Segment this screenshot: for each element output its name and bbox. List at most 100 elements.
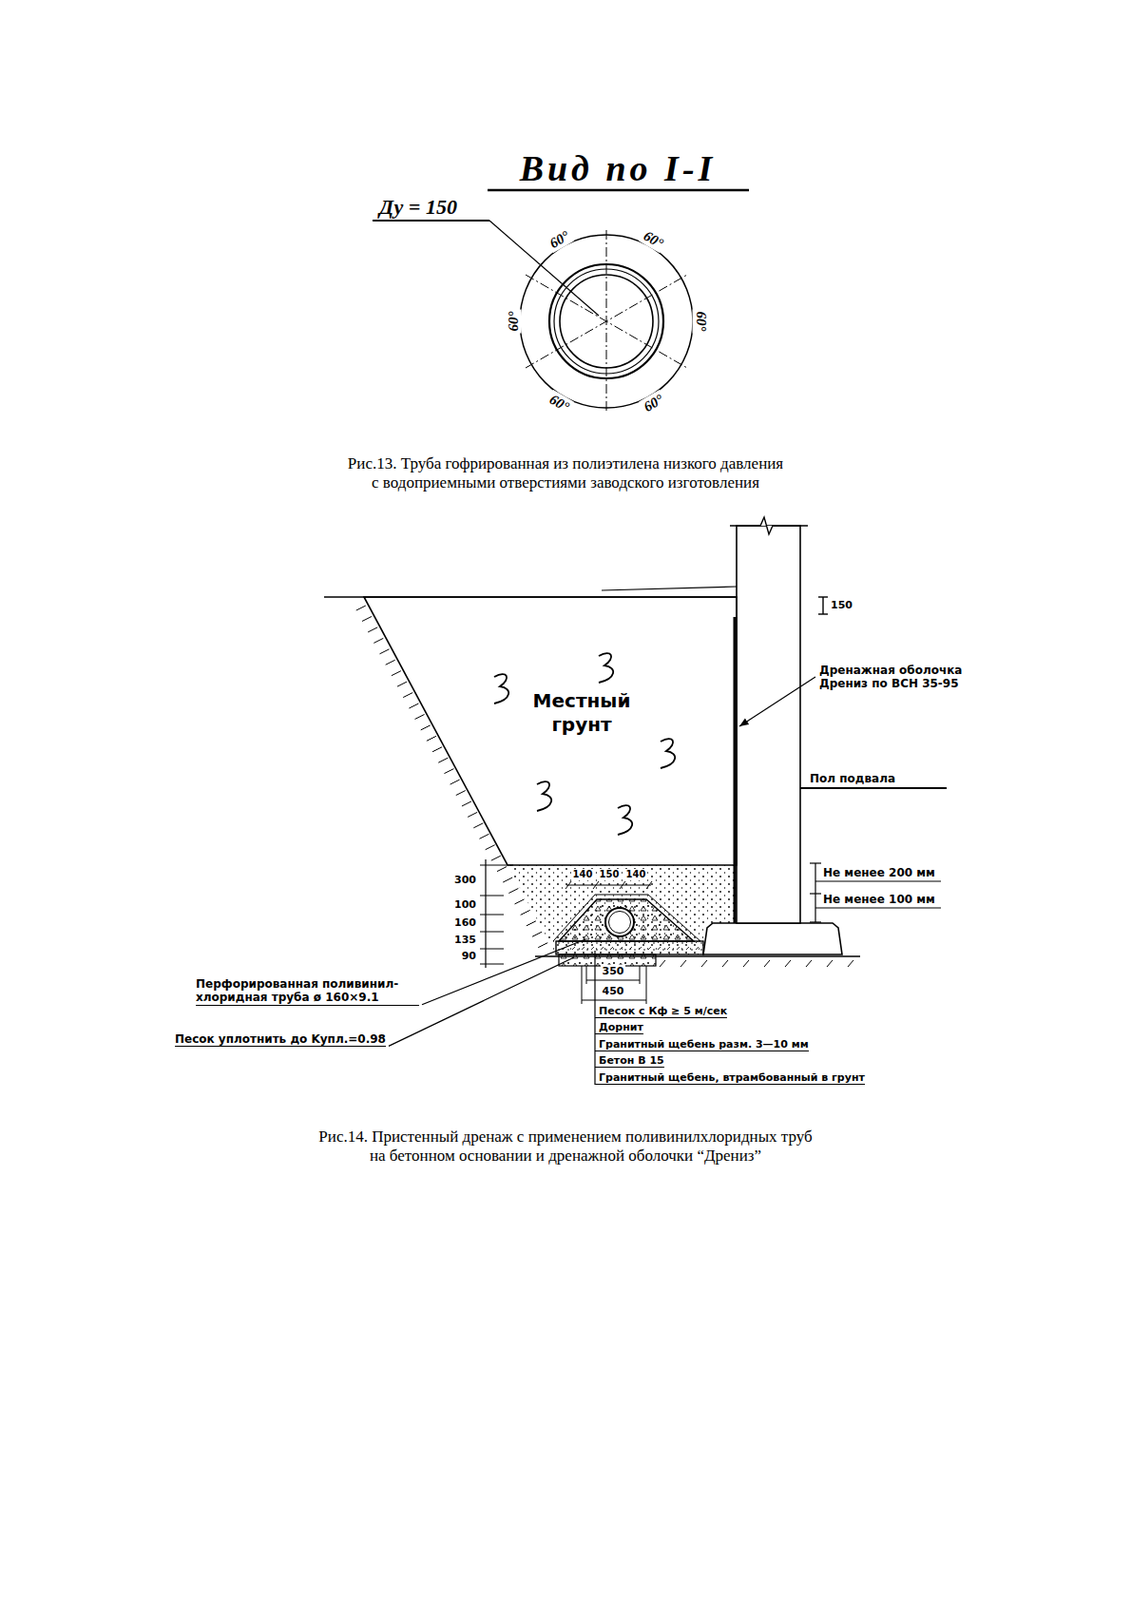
- dimension-label: 160: [452, 916, 479, 929]
- layer-label: Бетон В 15: [594, 1054, 665, 1068]
- dornit-layer: [553, 894, 701, 941]
- layer-label: Гранитный щебень, втрамбованный в грунт: [594, 1071, 865, 1085]
- soil-mark: [617, 805, 633, 835]
- angle-label: 60°: [503, 309, 521, 334]
- diameter-label: Ду = 150: [379, 194, 458, 220]
- ground-hatch: [432, 747, 442, 752]
- ground-hatch: [743, 959, 749, 967]
- dimension-tick: [818, 595, 828, 597]
- drain-pipe: [609, 911, 632, 934]
- ground-hatch: [367, 627, 378, 633]
- ground-hatch: [362, 615, 372, 621]
- soil-mark: [536, 781, 552, 811]
- ground-hatch: [461, 801, 472, 806]
- callout-label: Песок уплотнить до Kупл.=0.98: [174, 1032, 386, 1047]
- dimension-tick: [479, 914, 504, 916]
- concrete-base: [555, 940, 704, 955]
- ground-hatch: [508, 887, 518, 893]
- ground-hatch: [450, 779, 461, 785]
- ground-hatch: [397, 681, 407, 687]
- ground-hatch: [659, 959, 666, 967]
- callout-label: Пол подвала: [809, 771, 896, 786]
- ground-hatch: [764, 959, 770, 967]
- ground-hatch: [421, 725, 431, 730]
- paving-line: [601, 586, 737, 591]
- break-symbol: [729, 517, 808, 535]
- ground-hatch: [847, 959, 854, 967]
- ground-hatch: [408, 703, 419, 709]
- dimension-tick: [479, 948, 504, 950]
- dimension-tick: [809, 892, 822, 894]
- dimension-tick: [593, 881, 599, 889]
- region-label: Местный грунт: [519, 689, 644, 737]
- soil-mark: [660, 738, 675, 768]
- leader-line: [739, 676, 816, 727]
- dimension-tick: [619, 881, 626, 889]
- dimension-line: [581, 999, 647, 1001]
- footing: [703, 922, 843, 955]
- drain-membrane: [733, 616, 737, 923]
- soil-mark: [494, 673, 509, 704]
- dimension-label: 350: [600, 964, 627, 978]
- wall: [736, 525, 801, 923]
- gravel-filter: [558, 899, 694, 941]
- axis-line: [525, 274, 688, 368]
- leader-line: [388, 957, 575, 1046]
- ground-hatch: [443, 768, 454, 774]
- ground-hatch: [502, 877, 513, 882]
- angle-label: 60°: [638, 389, 669, 417]
- view-title: Вид по I-I: [519, 147, 717, 192]
- ground-hatch: [701, 959, 708, 967]
- axis-line: [525, 274, 688, 368]
- title-underline: [487, 189, 749, 192]
- callout-label: Перфорированная поливинил-хлоридная труб…: [195, 977, 420, 1006]
- dimension-tick: [581, 965, 583, 1004]
- dimension-tick: [586, 965, 588, 984]
- dimension-label: 100: [452, 898, 479, 911]
- dimension-tick: [809, 920, 822, 922]
- angle-label: 60°: [691, 309, 710, 334]
- dimension-label: 135: [452, 933, 479, 946]
- soil-mark: [598, 652, 614, 683]
- callout-label: Дренажная оболочка Дрениз по ВСН 35-95: [819, 663, 977, 691]
- leader-line: [421, 939, 586, 1005]
- rammed-gravel: [558, 954, 656, 966]
- region-outline: [361, 596, 738, 865]
- label-underline: [815, 906, 941, 908]
- ground-hatch: [497, 866, 507, 872]
- drain-pipe: [605, 907, 634, 937]
- figure-caption: Рис.14. Пристенный дренаж с применением …: [316, 1127, 815, 1167]
- ground-hatch: [373, 637, 384, 643]
- ground-hatch: [526, 920, 537, 926]
- floor-line: [800, 786, 947, 789]
- ground-hatch: [532, 931, 542, 937]
- dimension-label: 140: [571, 868, 595, 881]
- ground-hatch: [520, 909, 531, 915]
- dimension-label: 90: [460, 949, 479, 962]
- dimension-tick: [565, 881, 572, 889]
- ground-hatch: [473, 823, 483, 828]
- ground-hatch: [415, 713, 425, 719]
- ground-hatch: [456, 790, 466, 796]
- dimension-tick: [809, 862, 822, 863]
- ground-hatch: [485, 844, 496, 850]
- ground-hatch: [785, 959, 791, 967]
- ground-hatch: [438, 757, 448, 763]
- dimension-tick: [818, 613, 828, 614]
- figure-caption: Рис.13. Труба гофрированная из полиэтиле…: [345, 454, 786, 494]
- dimension-line: [814, 862, 816, 922]
- sand-fill: [507, 864, 737, 955]
- region-outline: [364, 596, 737, 865]
- ground-hatch: [402, 692, 413, 698]
- ground-hatch: [385, 659, 396, 665]
- dimension-label: 150: [830, 598, 853, 612]
- ground-hatch: [722, 959, 729, 967]
- angle-label: 60°: [544, 389, 575, 417]
- backfill-region: Местный грунт: [361, 596, 738, 865]
- label-underline: [815, 880, 941, 882]
- layer-label: Гранитный щебень разм. 3—10 мм: [594, 1037, 809, 1052]
- layer-label: Дорнит: [594, 1020, 644, 1035]
- angle-label: 60°: [544, 226, 575, 253]
- dimension-label: 300: [452, 873, 479, 886]
- label-underline: [372, 219, 490, 222]
